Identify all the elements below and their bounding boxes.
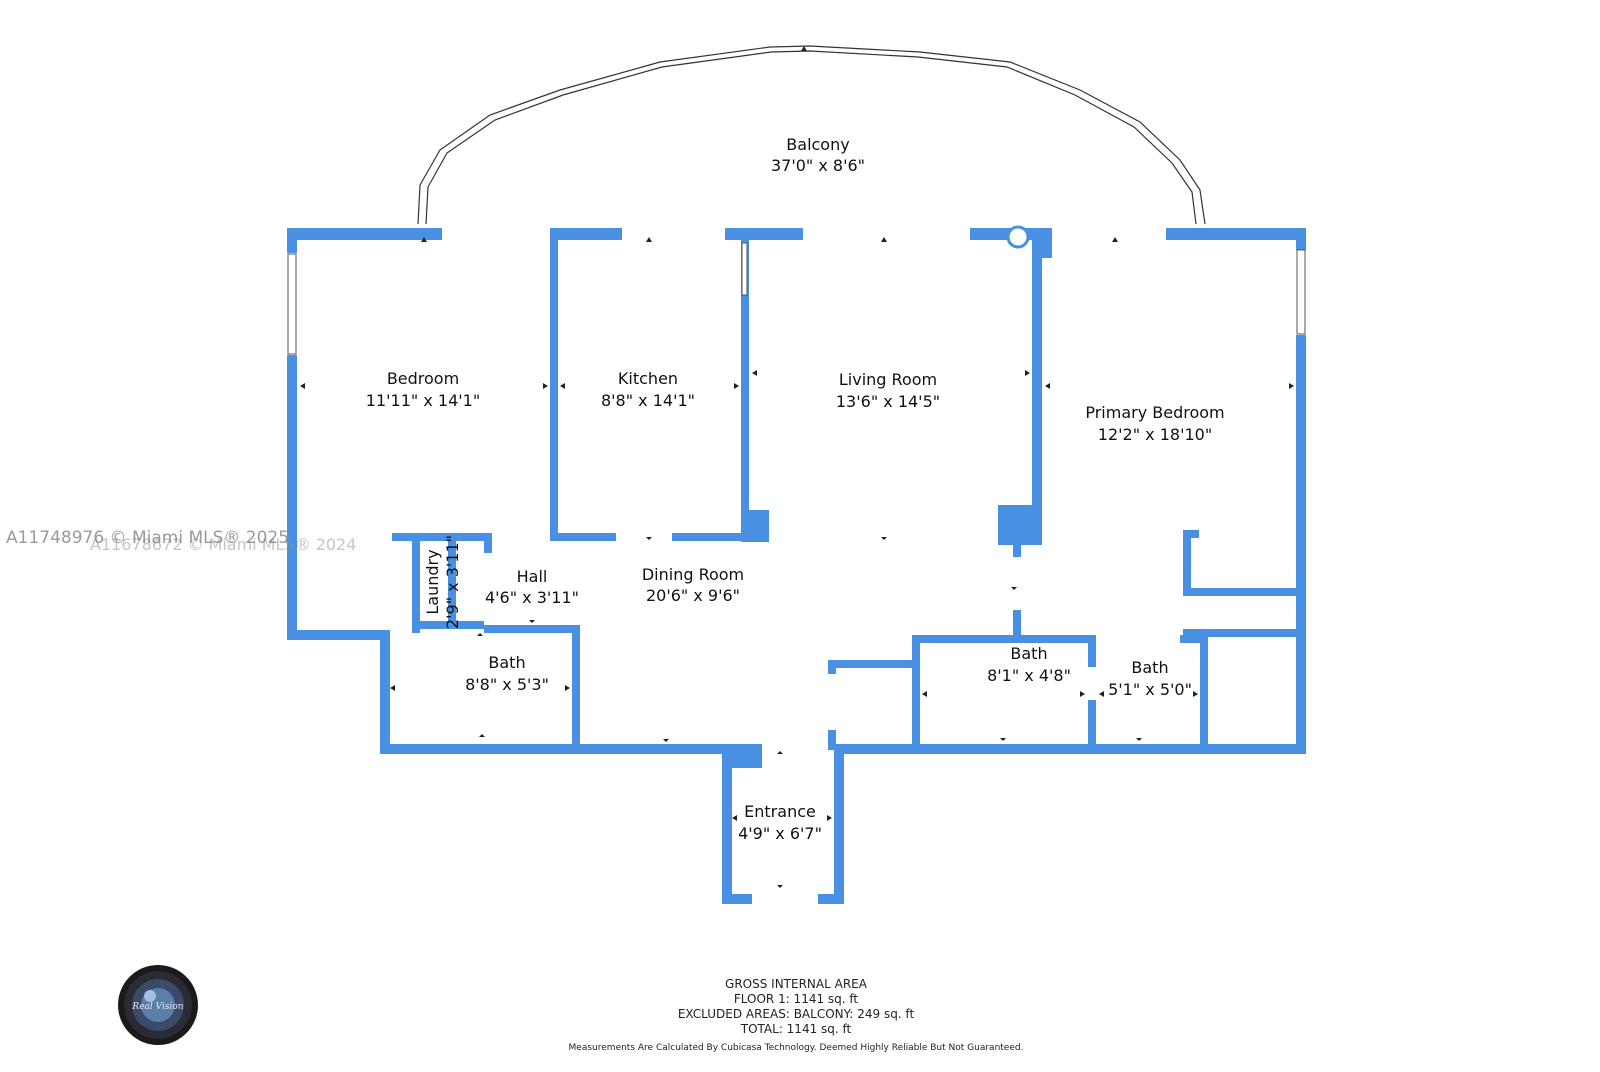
primary-bedroom-name: Primary Bedroom bbox=[1085, 403, 1224, 422]
room-labels: Balcony 37'0" x 8'6" Bedroom 11'11" x 14… bbox=[366, 135, 1225, 843]
kitchen-name: Kitchen bbox=[618, 369, 678, 388]
bath-dims: 5'1" x 5'0" bbox=[1108, 680, 1192, 699]
laundry-dims: 2'9" x 3'11" bbox=[443, 535, 462, 629]
bath-name: Bath bbox=[1131, 658, 1168, 677]
area-disclaimer: Measurements Are Calculated By Cubicasa … bbox=[569, 1043, 1024, 1053]
bath-dims: 8'1" x 4'8" bbox=[987, 666, 1071, 685]
area-excluded: EXCLUDED AREAS: BALCONY: 249 sq. ft bbox=[678, 1007, 915, 1021]
entrance-dims: 4'9" x 6'7" bbox=[738, 824, 822, 843]
area-floor: FLOOR 1: 1141 sq. ft bbox=[734, 992, 859, 1006]
laundry-name: Laundry bbox=[423, 549, 442, 614]
area-title: GROSS INTERNAL AREA bbox=[725, 977, 868, 991]
entrance-name: Entrance bbox=[744, 802, 816, 821]
dimension-ticks bbox=[300, 46, 1294, 888]
watermark-primary: A11748976 © Miami MLS® 2025 bbox=[6, 528, 289, 548]
kitchen-dims: 8'8" x 14'1" bbox=[601, 391, 695, 410]
bath-dims: 8'8" x 5'3" bbox=[465, 675, 549, 694]
primary-bedroom-dims: 12'2" x 18'10" bbox=[1098, 425, 1212, 444]
area-total: TOTAL: 1141 sq. ft bbox=[740, 1022, 852, 1036]
camera-lens-logo bbox=[118, 965, 198, 1045]
hall-dims: 4'6" x 3'11" bbox=[485, 588, 579, 607]
hall-name: Hall bbox=[517, 567, 548, 586]
balcony-dims: 37'0" x 8'6" bbox=[771, 156, 865, 175]
walls bbox=[287, 228, 1306, 904]
bath-name: Bath bbox=[488, 653, 525, 672]
dining-room-name: Dining Room bbox=[642, 565, 744, 584]
column-marker bbox=[1006, 225, 1030, 249]
dining-room-dims: 20'6" x 9'6" bbox=[646, 586, 740, 605]
bedroom-name: Bedroom bbox=[387, 369, 459, 388]
windows bbox=[287, 242, 1306, 355]
balcony-outline bbox=[417, 45, 1206, 225]
area-summary: GROSS INTERNAL AREA FLOOR 1: 1141 sq. ft… bbox=[569, 977, 1024, 1053]
logo-text: Real Vision bbox=[131, 1002, 183, 1012]
living-room-name: Living Room bbox=[839, 370, 937, 389]
watermark-secondary: A11678672 © Miami MLS® 2024 bbox=[90, 535, 356, 554]
bath-name: Bath bbox=[1010, 644, 1047, 663]
living-room-dims: 13'6" x 14'5" bbox=[836, 392, 940, 411]
bedroom-dims: 11'11" x 14'1" bbox=[366, 391, 480, 410]
balcony-name: Balcony bbox=[786, 135, 849, 154]
